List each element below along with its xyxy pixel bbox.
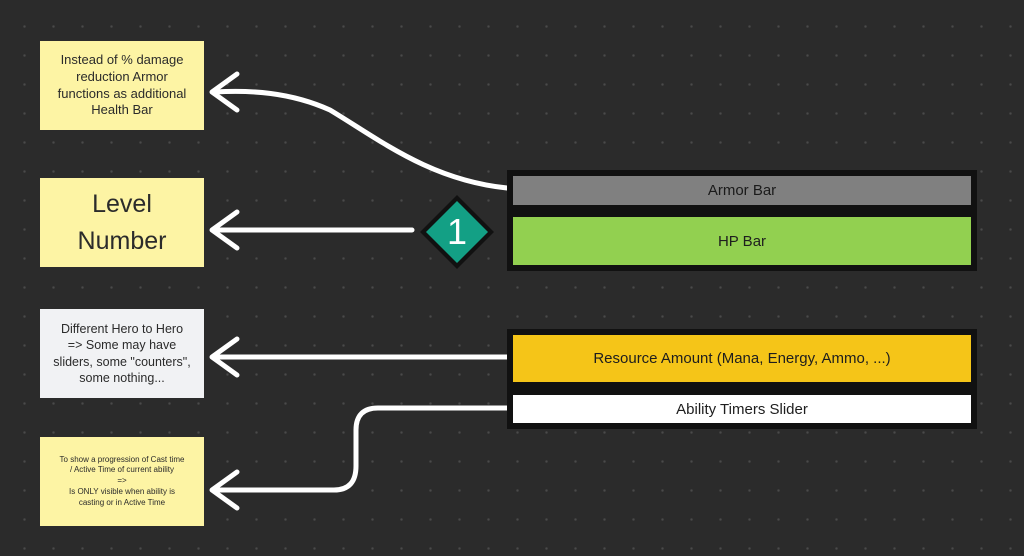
arrow-armor-head xyxy=(209,71,240,113)
note-ability-timer[interactable]: To show a progression of Cast time / Act… xyxy=(40,437,204,526)
note-hero-resource[interactable]: Different Hero to Hero => Some may have … xyxy=(40,309,204,398)
level-badge-number: 1 xyxy=(446,211,468,252)
arrow-resource-head xyxy=(209,336,240,378)
note-armor-explanation[interactable]: Instead of % damage reduction Armor func… xyxy=(40,41,204,130)
arrow-ability-head xyxy=(209,469,240,511)
ability-timer-slider[interactable]: Ability Timers Slider xyxy=(513,395,971,423)
level-badge-diamond-icon[interactable] xyxy=(418,193,496,271)
arrow-ability-connector xyxy=(212,405,510,493)
note-level-number[interactable]: Level Number xyxy=(40,178,204,267)
armor-bar[interactable]: Armor Bar xyxy=(513,176,971,205)
arrow-armor-connector xyxy=(212,88,510,191)
resource-bar[interactable]: Resource Amount (Mana, Energy, Ammo, ...… xyxy=(513,335,971,382)
hp-bar[interactable]: HP Bar xyxy=(513,217,971,265)
arrow-level-head xyxy=(209,209,240,251)
